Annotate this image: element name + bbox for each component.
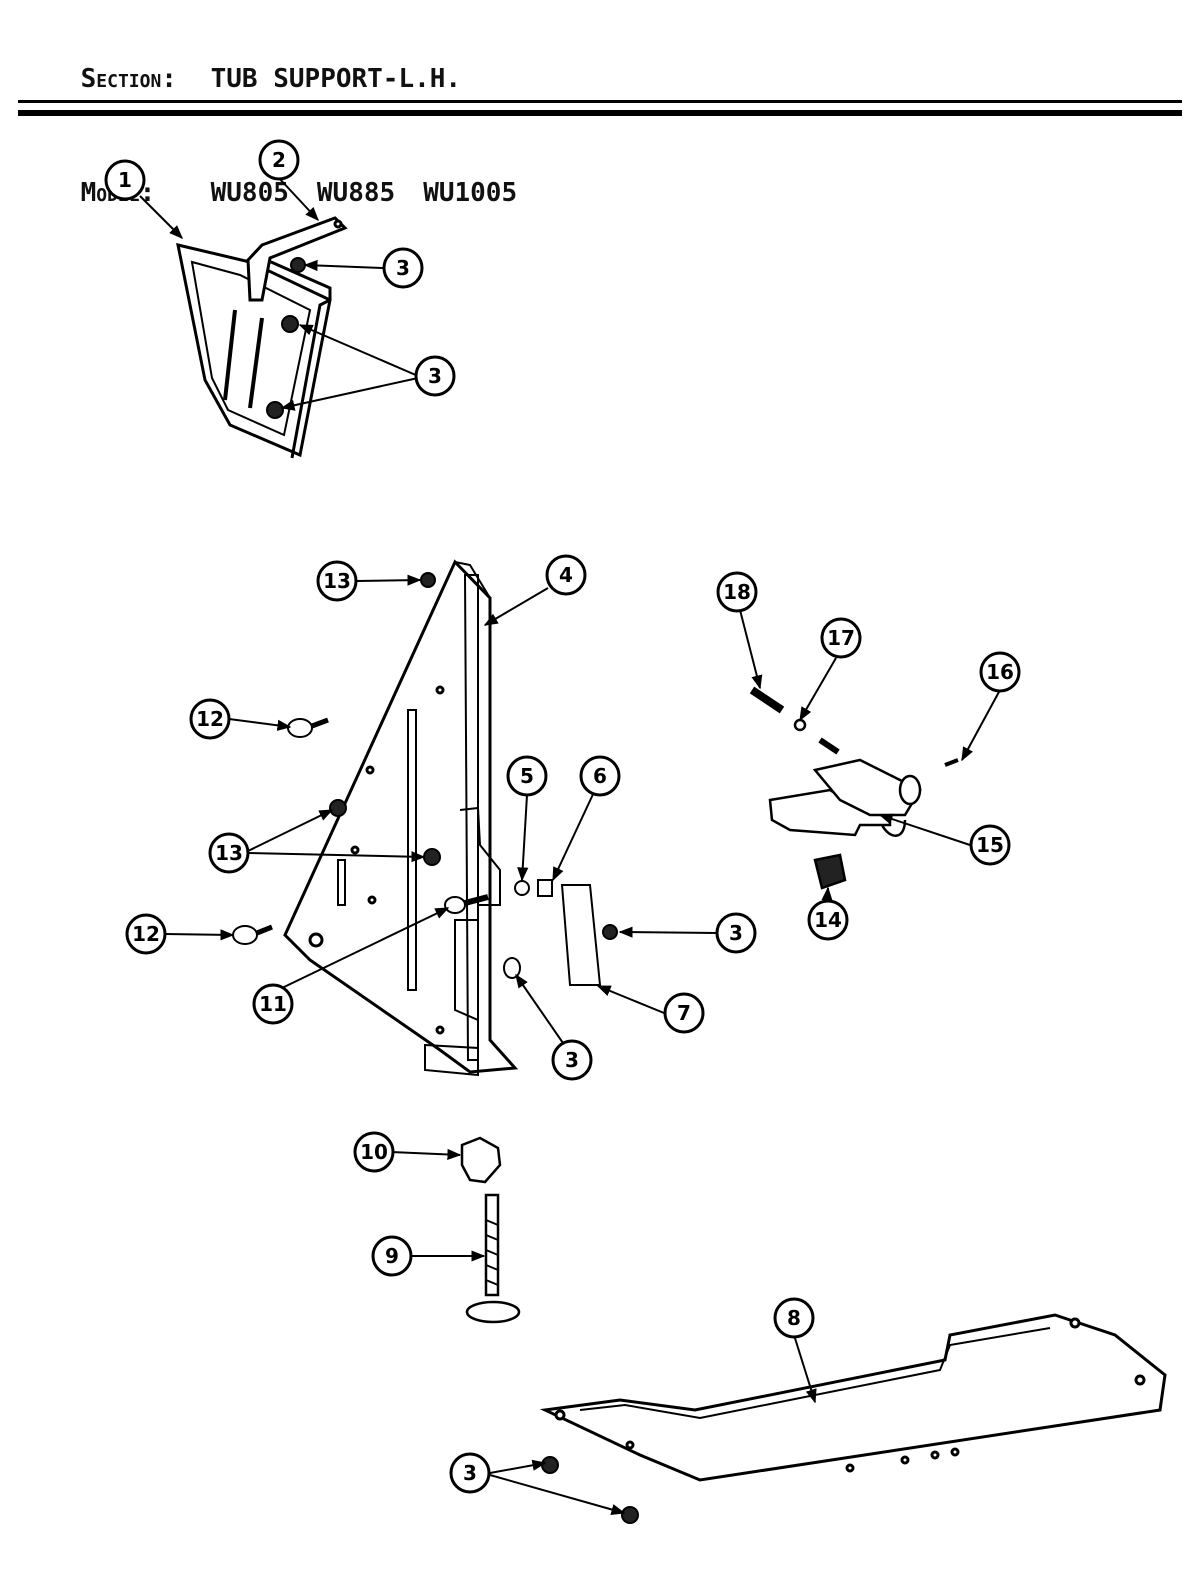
callout-c17: 17 [820,617,862,659]
callout-circle [506,755,548,797]
callout-c18: 18 [716,571,758,613]
part-nuts-plate [329,572,441,866]
callout-c8: 8 [773,1297,815,1339]
section-label: Section: [80,64,177,94]
callout-number: 3 [428,364,442,388]
callout-number: 3 [565,1048,579,1072]
callout-number: 11 [259,992,287,1016]
callout-number: 9 [385,1244,399,1268]
callout-circle [773,1297,815,1339]
callout-c3c: 3 [715,912,757,954]
callout-c16: 16 [979,651,1021,693]
callout-number: 2 [272,148,286,172]
callout-circle [316,560,358,602]
callout-c12b: 12 [125,913,167,955]
callout-number: 15 [976,833,1004,857]
callout-number: 17 [827,626,855,650]
callout-number: 13 [323,569,351,593]
callout-number: 3 [729,921,743,945]
callout-c12a: 12 [189,698,231,740]
callout-c4: 4 [545,554,587,596]
model-number: WU885 [316,178,396,208]
callout-c13a: 13 [316,560,358,602]
callout-c7: 7 [663,992,705,1034]
callout-number: 8 [787,1306,801,1330]
callout-c2: 2 [258,139,300,181]
callout-circle [258,139,300,181]
callout-number: 12 [132,922,160,946]
callout-c3a: 3 [382,247,424,289]
callout-number: 4 [559,563,573,587]
callout-c3d: 3 [551,1039,593,1081]
callout-number: 13 [215,841,243,865]
callout-c1: 1 [104,159,146,201]
section-value: TUB SUPPORT-L.H. [210,64,462,94]
callout-c6: 6 [579,755,621,797]
section-row: Section: TUB SUPPORT-L.H. [18,22,1178,136]
callout-number: 5 [520,764,534,788]
callout-c3e: 3 [449,1452,491,1494]
callout-number: 3 [396,256,410,280]
callout-circle [579,755,621,797]
callout-circle [414,355,456,397]
part-tub-support-plate [283,559,519,1077]
callout-c13b: 13 [208,832,250,874]
callout-c9: 9 [371,1235,413,1277]
model-number: WU805 [210,178,289,208]
callout-c10: 10 [353,1131,395,1173]
callout-circle [663,992,705,1034]
callout-circle [252,983,294,1025]
part-small-hardware [503,879,618,986]
callout-circle [353,1131,395,1173]
callout-number: 18 [723,580,751,604]
callout-circle [104,159,146,201]
callout-circle [716,571,758,613]
callout-circle [545,554,587,596]
callout-circle [807,899,849,941]
part-base-rail [539,1313,1167,1482]
callout-number: 3 [463,1461,477,1485]
callout-c11: 11 [252,983,294,1025]
leader-lines [139,176,1001,1515]
part-pivot-stud [444,894,489,914]
callout-c14: 14 [807,899,849,941]
callout-c5: 5 [506,755,548,797]
callout-number: 16 [986,660,1014,684]
part-bracket-arm [246,216,348,302]
callout-number: 1 [118,168,132,192]
part-switch-assembly [749,686,959,890]
header-rule-top [18,100,1182,103]
callout-c15: 15 [969,824,1011,866]
callout-number: 7 [677,1001,691,1025]
header-rule-bottom [18,110,1182,116]
callout-circle [551,1039,593,1081]
callout-circle [820,617,862,659]
callout-circle [208,832,250,874]
callout-circle [979,651,1021,693]
part-leveling-leg [460,1136,521,1324]
callout-circle [449,1452,491,1494]
callout-number: 10 [360,1140,388,1164]
callout-circle [371,1235,413,1277]
callout-number: 14 [814,908,842,932]
callout-circle [125,913,167,955]
callout-circle [969,824,1011,866]
callout-number: 6 [593,764,607,788]
callout-circle [715,912,757,954]
callout-circle [189,698,231,740]
model-number: WU1005 [423,178,518,208]
callout-c3b: 3 [414,355,456,397]
part-carriage-bolts [232,717,329,945]
callout-number: 12 [196,707,224,731]
callout-circle [382,247,424,289]
